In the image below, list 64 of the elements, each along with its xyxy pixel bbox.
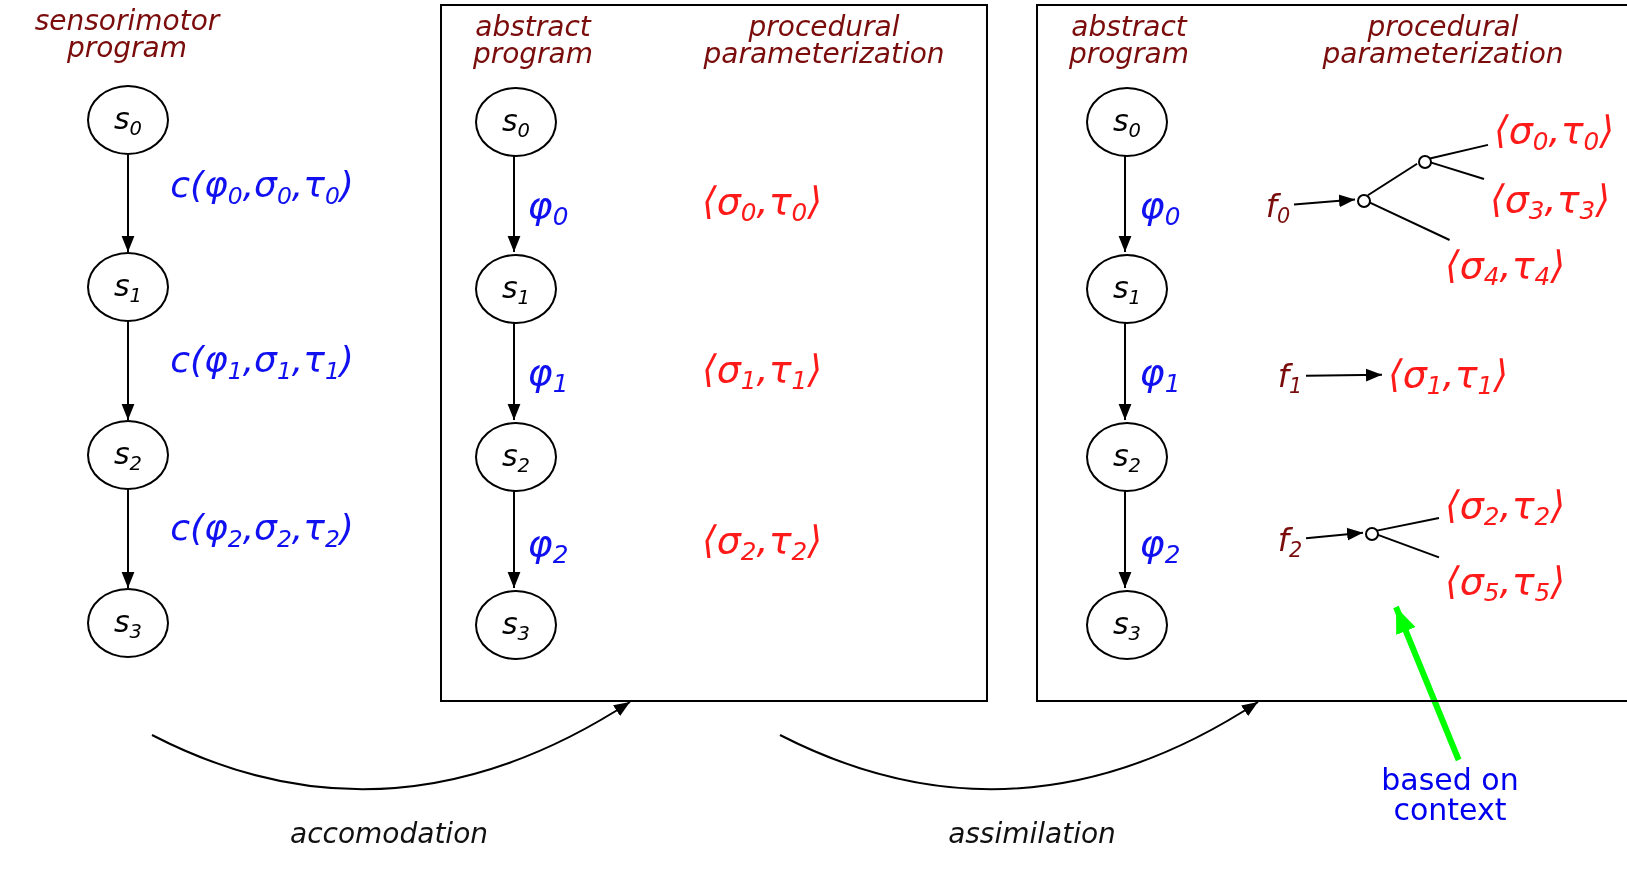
parameter-tuple: ⟨σ$_{1}$,τ$_{1}$⟩ (1384, 351, 1512, 401)
arrow (1305, 368, 1383, 382)
curved-arrow (779, 701, 1259, 791)
edge-label: accomodation (289, 816, 489, 850)
parameter-tuple: ⟨σ$_{2}$,τ$_{2}$⟩ (701, 518, 823, 567)
arrow (1118, 489, 1132, 589)
edge-label: φ$_{2}$ (1139, 520, 1181, 570)
edge-label: c(φ$_{0}$,σ$_{0}$,τ$_{0}$) (170, 164, 354, 210)
arrow (1305, 527, 1365, 541)
edge-label: c(φ$_{2}$,σ$_{2}$,τ$_{2}$) (170, 507, 354, 553)
state-node: s$_{1}$ (87, 252, 169, 322)
state-node: s$_{2}$ (87, 420, 169, 490)
state-node: s$_{0}$ (1086, 87, 1168, 157)
arrow (1118, 321, 1132, 421)
state-node: s$_{3}$ (87, 588, 169, 658)
state-node: s$_{1}$ (475, 254, 557, 324)
state-node: s$_{2}$ (1086, 422, 1168, 492)
arrow (121, 321, 135, 421)
state-node: s$_{0}$ (87, 85, 169, 155)
function-label: f$_{1}$ (1272, 354, 1308, 402)
branch-line (1375, 517, 1440, 532)
arrow (507, 321, 521, 421)
edge-label: φ$_{2}$ (527, 520, 569, 570)
function-label: f$_{2}$ (1272, 518, 1308, 566)
edge-label: c(φ$_{1}$,σ$_{1}$,τ$_{1}$) (170, 339, 354, 385)
panel-frame (440, 4, 988, 702)
column-heading: procedural parameterization (1321, 14, 1565, 68)
state-node: s$_{1}$ (1086, 254, 1168, 324)
parameter-tuple: ⟨σ$_{1}$,τ$_{1}$⟩ (701, 347, 823, 396)
junction-circle (1365, 527, 1379, 541)
function-label: f$_{0}$ (1260, 184, 1296, 232)
edge-label: φ$_{0}$ (527, 182, 569, 232)
pointer-arrow (1393, 605, 1462, 762)
column-heading: abstract program (1067, 14, 1191, 68)
branch-line (1366, 162, 1419, 197)
state-node: s$_{3}$ (1086, 590, 1168, 660)
arrow (507, 489, 521, 589)
parameter-tuple: ⟨σ$_{3}$,τ$_{3}$⟩ (1486, 176, 1614, 226)
column-heading: abstract program (471, 14, 595, 68)
parameter-tuple: ⟨σ$_{2}$,τ$_{2}$⟩ (1441, 482, 1569, 532)
column-heading: procedural parameterization (702, 14, 946, 68)
edge-label: φ$_{1}$ (527, 349, 569, 399)
arrow (1118, 154, 1132, 253)
arrow (1293, 194, 1356, 208)
state-node: s$_{3}$ (475, 590, 557, 660)
annotation-text: based on context (1355, 760, 1545, 830)
column-heading: sensorimotor program (33, 8, 222, 62)
state-node: s$_{0}$ (475, 87, 557, 157)
branch-line (1428, 143, 1489, 160)
edge-label: assimilation (948, 816, 1116, 850)
arrow (507, 154, 521, 253)
curved-arrow (151, 701, 631, 791)
junction-circle (1357, 194, 1371, 208)
parameter-tuple: ⟨σ$_{0}$,τ$_{0}$⟩ (701, 179, 823, 228)
arrow (121, 489, 135, 589)
parameter-tuple: ⟨σ$_{5}$,τ$_{5}$⟩ (1441, 558, 1569, 608)
edge-label: φ$_{0}$ (1139, 182, 1181, 232)
parameter-tuple: ⟨σ$_{0}$,τ$_{0}$⟩ (1490, 107, 1618, 157)
parameter-tuple: ⟨σ$_{4}$,τ$_{4}$⟩ (1441, 242, 1569, 292)
edge-label: φ$_{1}$ (1139, 349, 1181, 399)
panel-frame (1036, 4, 1627, 702)
state-node: s$_{2}$ (475, 422, 557, 492)
junction-circle (1418, 155, 1432, 169)
arrow (121, 154, 135, 253)
